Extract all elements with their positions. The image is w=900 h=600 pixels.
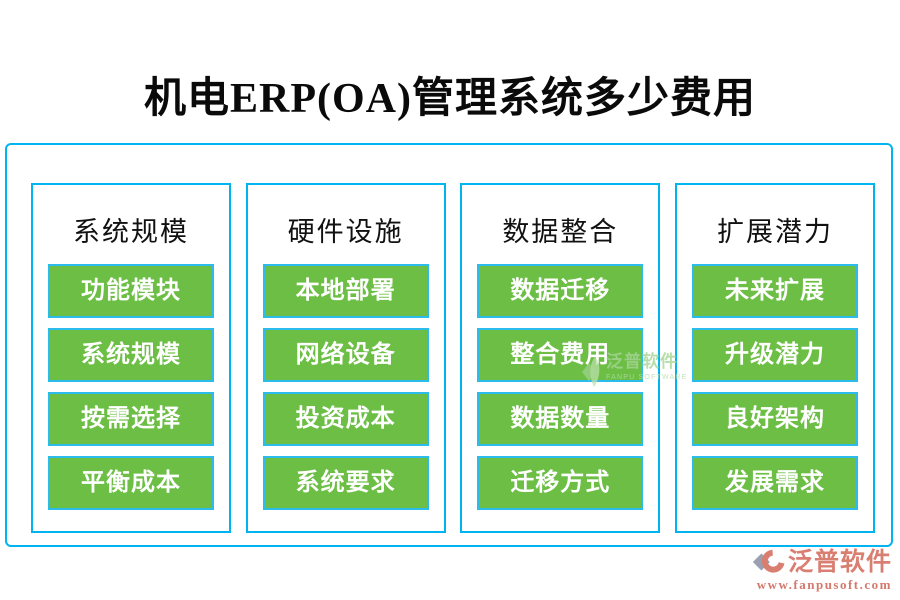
- category-panel-data-integration: 数据整合 数据迁移 整合费用 数据数量 迁移方式: [460, 183, 661, 533]
- item-button[interactable]: 迁移方式: [477, 456, 644, 510]
- logo-brand-text: 泛普软件: [787, 548, 892, 576]
- button-group: 数据迁移 整合费用 数据数量 迁移方式: [462, 264, 658, 510]
- item-button[interactable]: 本地部署: [262, 264, 429, 318]
- item-button[interactable]: 系统要求: [262, 456, 429, 510]
- category-header: 系统规模: [73, 217, 189, 247]
- item-button[interactable]: 网络设备: [262, 328, 429, 382]
- button-group: 本地部署 网络设备 投资成本 系统要求: [248, 264, 444, 510]
- fanpu-logo-row: 泛普软件: [752, 547, 892, 577]
- logo-url-link[interactable]: www.fanpusoft.com: [756, 577, 892, 592]
- item-button[interactable]: 升级潜力: [691, 328, 858, 382]
- item-button[interactable]: 功能模块: [48, 264, 214, 318]
- button-group: 未来扩展 升级潜力 良好架构 发展需求: [677, 264, 873, 510]
- item-button[interactable]: 整合费用: [477, 328, 644, 382]
- item-button[interactable]: 投资成本: [262, 392, 429, 446]
- item-button[interactable]: 系统规模: [48, 328, 214, 382]
- category-panel-system-scale: 系统规模 功能模块 系统规模 按需选择 平衡成本: [31, 183, 231, 533]
- category-columns: 系统规模 功能模块 系统规模 按需选择 平衡成本 硬件设施 本地部署 网络设备 …: [31, 183, 875, 533]
- button-group: 功能模块 系统规模 按需选择 平衡成本: [33, 264, 229, 510]
- item-button[interactable]: 良好架构: [691, 392, 858, 446]
- category-header: 硬件设施: [287, 217, 404, 247]
- category-header: 数据整合: [502, 217, 619, 247]
- item-button[interactable]: 数据数量: [477, 392, 644, 446]
- fanpu-logo: 泛普软件 www.fanpusoft.com: [752, 547, 892, 592]
- item-button[interactable]: 未来扩展: [691, 264, 858, 318]
- item-button[interactable]: 按需选择: [48, 392, 214, 446]
- content-board: 系统规模 功能模块 系统规模 按需选择 平衡成本 硬件设施 本地部署 网络设备 …: [5, 143, 893, 547]
- item-button[interactable]: 发展需求: [691, 456, 858, 510]
- fanpu-logo-icon: [752, 549, 785, 573]
- category-panel-expansion: 扩展潜力 未来扩展 升级潜力 良好架构 发展需求: [674, 183, 875, 533]
- page-title: 机电ERP(OA)管理系统多少费用: [144, 76, 756, 122]
- item-button[interactable]: 平衡成本: [48, 456, 214, 510]
- item-button[interactable]: 数据迁移: [477, 264, 644, 318]
- category-panel-hardware: 硬件设施 本地部署 网络设备 投资成本 系统要求: [245, 183, 446, 533]
- category-header: 扩展潜力: [716, 217, 833, 247]
